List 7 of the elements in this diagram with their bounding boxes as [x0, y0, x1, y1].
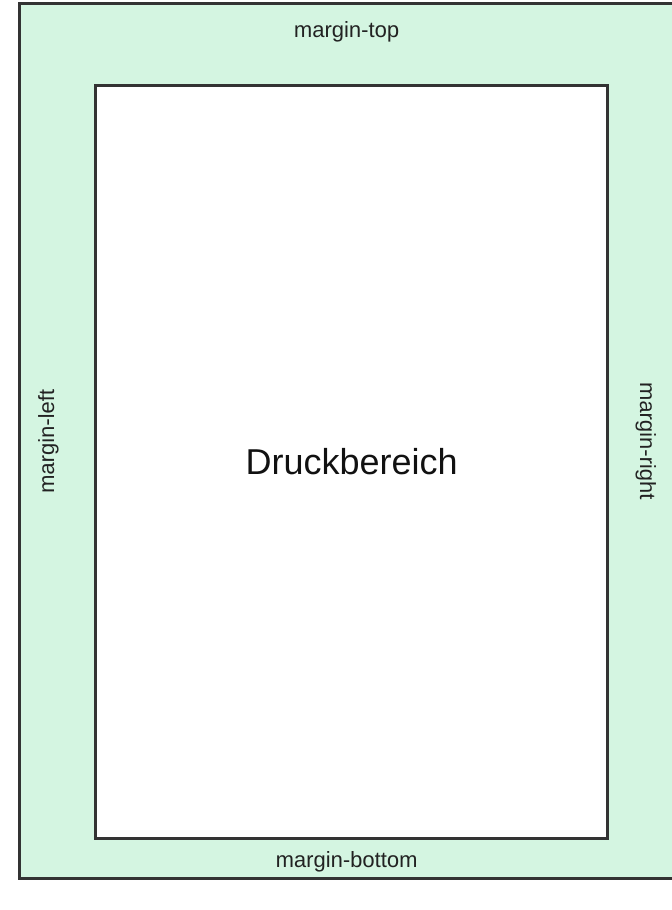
margin-label: margin-bottom: [276, 847, 418, 872]
margin-label: margin-left: [34, 389, 60, 493]
print-area: [94, 84, 609, 840]
margin-label: margin-right: [634, 382, 660, 500]
margin-label: margin-top: [294, 17, 400, 42]
area-label: Druckbereich: [245, 441, 458, 483]
page-margin-area: [18, 2, 672, 880]
